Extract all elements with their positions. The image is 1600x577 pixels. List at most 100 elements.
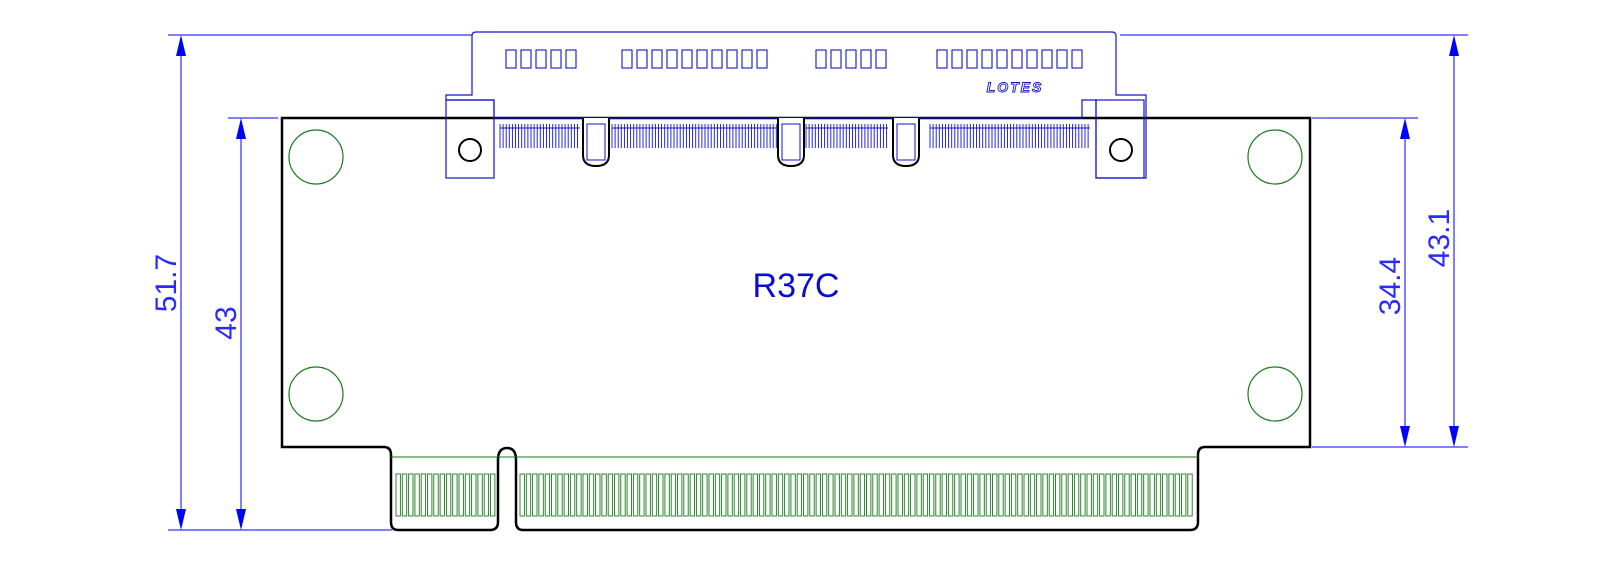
edge-finger (727, 473, 733, 517)
edge-finger (1149, 473, 1155, 517)
mounting-hole-top-left (288, 129, 344, 185)
edge-finger (878, 473, 884, 517)
edge-finger (464, 473, 471, 517)
brand-logo-text: LOTES (987, 79, 1044, 95)
edge-finger (733, 473, 740, 517)
edge-finger (1092, 473, 1099, 517)
edge-finger (966, 473, 973, 517)
key-notch (582, 118, 610, 168)
edge-finger (445, 473, 452, 517)
connector-slot (966, 49, 978, 69)
edge-finger (1042, 473, 1048, 517)
connector-slot (1011, 49, 1023, 69)
edge-finger (645, 473, 651, 517)
edge-finger (1080, 473, 1086, 517)
edge-finger (576, 473, 582, 517)
connector-slot (726, 49, 738, 69)
arrow-down (236, 509, 246, 530)
connector-slot (711, 49, 723, 69)
edge-finger (740, 473, 746, 517)
edge-finger (1162, 473, 1168, 517)
edge-finger-contacts (391, 456, 1198, 517)
edge-finger (1073, 473, 1080, 517)
edge-finger (708, 473, 714, 517)
top-connector: LOTES (445, 31, 1147, 179)
edge-finger (620, 473, 626, 517)
connector-slot (651, 49, 663, 69)
edge-finger (1168, 473, 1174, 517)
connector-slot (681, 49, 693, 69)
connector-slot (830, 49, 842, 69)
edge-finger (433, 473, 439, 517)
edge-finger (941, 473, 947, 517)
edge-finger (809, 473, 815, 517)
edge-finger (401, 473, 408, 517)
edge-finger (954, 473, 960, 517)
edge-finger (557, 473, 563, 517)
edge-finger (796, 473, 803, 517)
edge-finger (689, 473, 695, 517)
edge-finger (569, 473, 576, 517)
edge-finger (834, 473, 840, 517)
connector-slot (565, 49, 577, 69)
edge-finger (992, 473, 998, 517)
edge-finger (477, 473, 483, 517)
dimension-overall-height: 51.7 (150, 34, 472, 531)
connector-right-latch (1095, 99, 1145, 179)
dimension-right-inner: 34.4 (1312, 117, 1418, 447)
dim-label-board: 43 (210, 306, 243, 339)
connector-slot (845, 49, 857, 69)
edge-finger (746, 473, 752, 517)
edge-finger (872, 473, 878, 517)
edge-finger (1055, 473, 1061, 517)
edge-finger (1105, 473, 1111, 517)
edge-finger (784, 473, 790, 517)
edge-finger (771, 473, 777, 517)
edge-finger (758, 473, 765, 517)
edge-finger (1143, 473, 1149, 517)
edge-finger (1048, 473, 1055, 517)
arrow-up (1449, 35, 1459, 56)
edge-finger (910, 473, 916, 517)
edge-finger (884, 473, 891, 517)
edge-finger (614, 473, 620, 517)
board-outline (280, 116, 1312, 532)
edge-finger (1181, 473, 1187, 517)
connector-slot (981, 49, 993, 69)
connector-slot (636, 49, 648, 69)
edge-finger (721, 473, 727, 517)
connector-slot (951, 49, 963, 69)
key-notch-insert (586, 123, 606, 161)
edge-finger (903, 473, 910, 517)
edge-finger (752, 473, 758, 517)
edge-finger (777, 473, 784, 517)
edge-finger (532, 473, 538, 517)
connector-slot (936, 49, 948, 69)
edge-finger (651, 473, 658, 517)
edge-finger (551, 473, 557, 517)
edge-finger (582, 473, 588, 517)
edge-finger (891, 473, 897, 517)
edge-finger (1023, 473, 1029, 517)
edge-finger (695, 473, 702, 517)
connector-left-latch (445, 99, 495, 179)
edge-finger (664, 473, 670, 517)
mounting-hole-bottom-right (1247, 366, 1303, 422)
edge-finger (420, 473, 427, 517)
edge-finger (588, 473, 595, 517)
connector-slot (1056, 49, 1068, 69)
edge-finger (601, 473, 607, 517)
connector-slot (666, 49, 678, 69)
edge-finger (922, 473, 929, 517)
connector-slot (520, 49, 532, 69)
connector-slot (741, 49, 753, 69)
dim-label-right-inner: 34.4 (1374, 257, 1407, 315)
edge-finger (714, 473, 721, 517)
edge-finger (1111, 473, 1118, 517)
connector-slot (696, 49, 708, 69)
connector-key-notches (582, 118, 920, 168)
connector-slot (860, 49, 872, 69)
edge-finger (538, 473, 544, 517)
edge-finger (452, 473, 458, 517)
